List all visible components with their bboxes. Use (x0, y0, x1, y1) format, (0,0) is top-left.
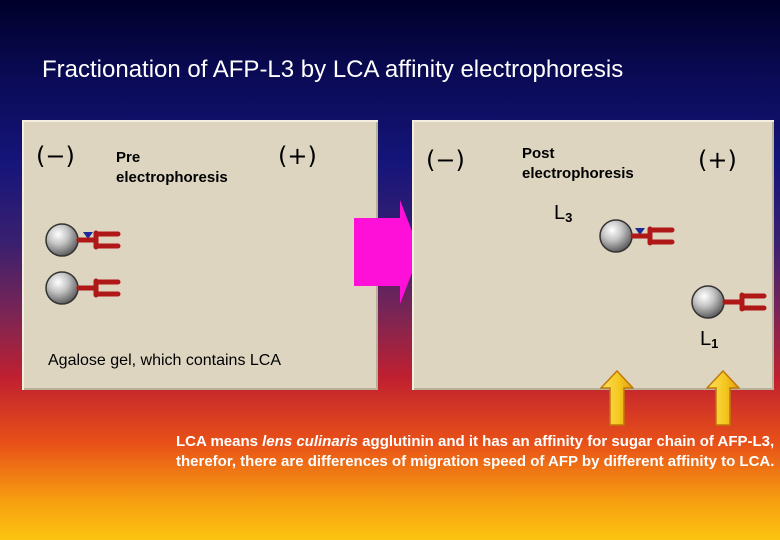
phase-label-line2: electrophoresis (116, 169, 228, 186)
afp-l3-molecule (599, 219, 675, 253)
sugar-chain-icon (76, 278, 121, 298)
gel-description: Agalose gel, which contains LCA (48, 352, 282, 369)
up-arrow-icon (600, 370, 634, 426)
positive-electrode-label: (+) (698, 146, 737, 174)
phase-label-line1: Post (522, 145, 555, 162)
negative-electrode-label: (−) (426, 146, 465, 174)
process-arrow-icon (354, 200, 420, 304)
sugar-chain-icon (76, 230, 121, 250)
afp-l1-molecule (45, 271, 121, 305)
phase-label-pre: Pre electrophoresis (116, 148, 266, 188)
sugar-chain-icon (630, 226, 675, 246)
afp-molecule-icon (45, 223, 79, 257)
afp-molecule-icon (599, 219, 633, 253)
negative-electrode-label: (−) (36, 142, 75, 170)
sugar-chain-icon (722, 292, 767, 312)
phase-label-post: Post electrophoresis (522, 144, 672, 184)
explanation-note: LCA means lens culinaris agglutinin and … (176, 433, 775, 470)
slide-title: Fractionation of AFP-L3 by LCA affinity … (42, 56, 624, 83)
up-arrow-icon (706, 370, 740, 426)
l1-label: L1 (700, 328, 719, 351)
lca-mark-icon (635, 228, 645, 235)
l3-label: L3 (554, 202, 573, 225)
gel-panel-post: (−) Post electrophoresis (+) L3 L1 (412, 120, 774, 390)
phase-label-line1: Pre (116, 149, 141, 166)
afp-l3-molecule (45, 223, 121, 257)
positive-electrode-label: (+) (278, 142, 317, 170)
afp-l1-molecule (691, 285, 767, 319)
afp-molecule-icon (691, 285, 725, 319)
lca-mark-icon (83, 232, 93, 239)
phase-label-line2: electrophoresis (522, 165, 634, 182)
gel-panel-pre: (−) Pre electrophoresis (+) Agalose gel,… (22, 120, 378, 390)
afp-molecule-icon (45, 271, 79, 305)
